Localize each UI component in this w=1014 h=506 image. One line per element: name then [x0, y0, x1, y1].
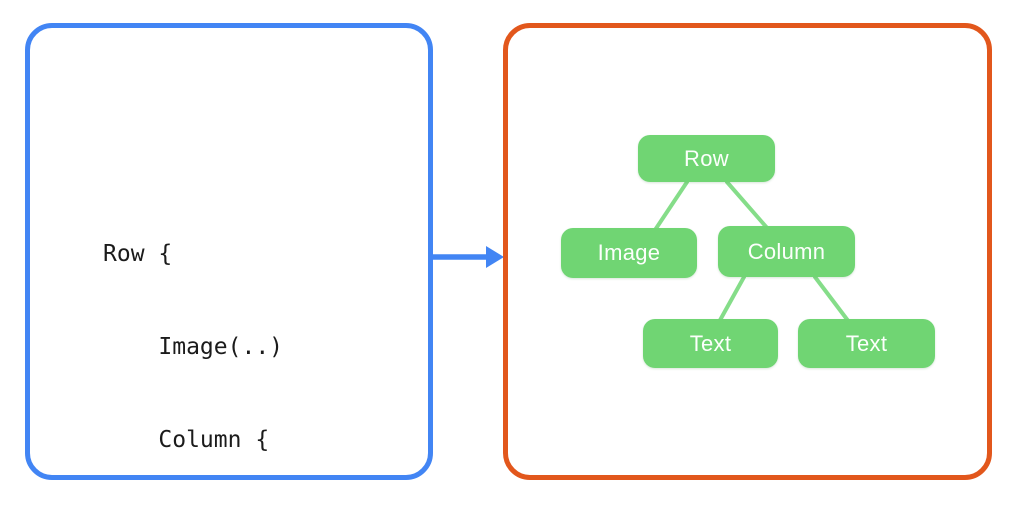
tree-node-column: Column: [718, 226, 855, 277]
code-block: Row { Image(..) Column { Text(..) Text(.…: [103, 177, 325, 506]
tree-node-row: Row: [638, 135, 775, 182]
tree-node-label: Text: [845, 330, 888, 356]
tree-node-image: Image: [561, 228, 697, 278]
tree-node-text-2: Text: [798, 319, 935, 368]
tree-node-label: Column: [747, 238, 826, 264]
tree-node-label: Image: [597, 240, 661, 265]
code-panel: [25, 23, 433, 480]
tree-node-label: Row: [684, 145, 729, 171]
code-line: Row {: [103, 241, 173, 267]
tree-node-label: Text: [689, 330, 732, 356]
arrow-head: [486, 246, 504, 268]
code-line: Image(..): [103, 334, 284, 360]
tree-node-text-1: Text: [643, 319, 778, 368]
code-line: Column {: [103, 427, 270, 453]
